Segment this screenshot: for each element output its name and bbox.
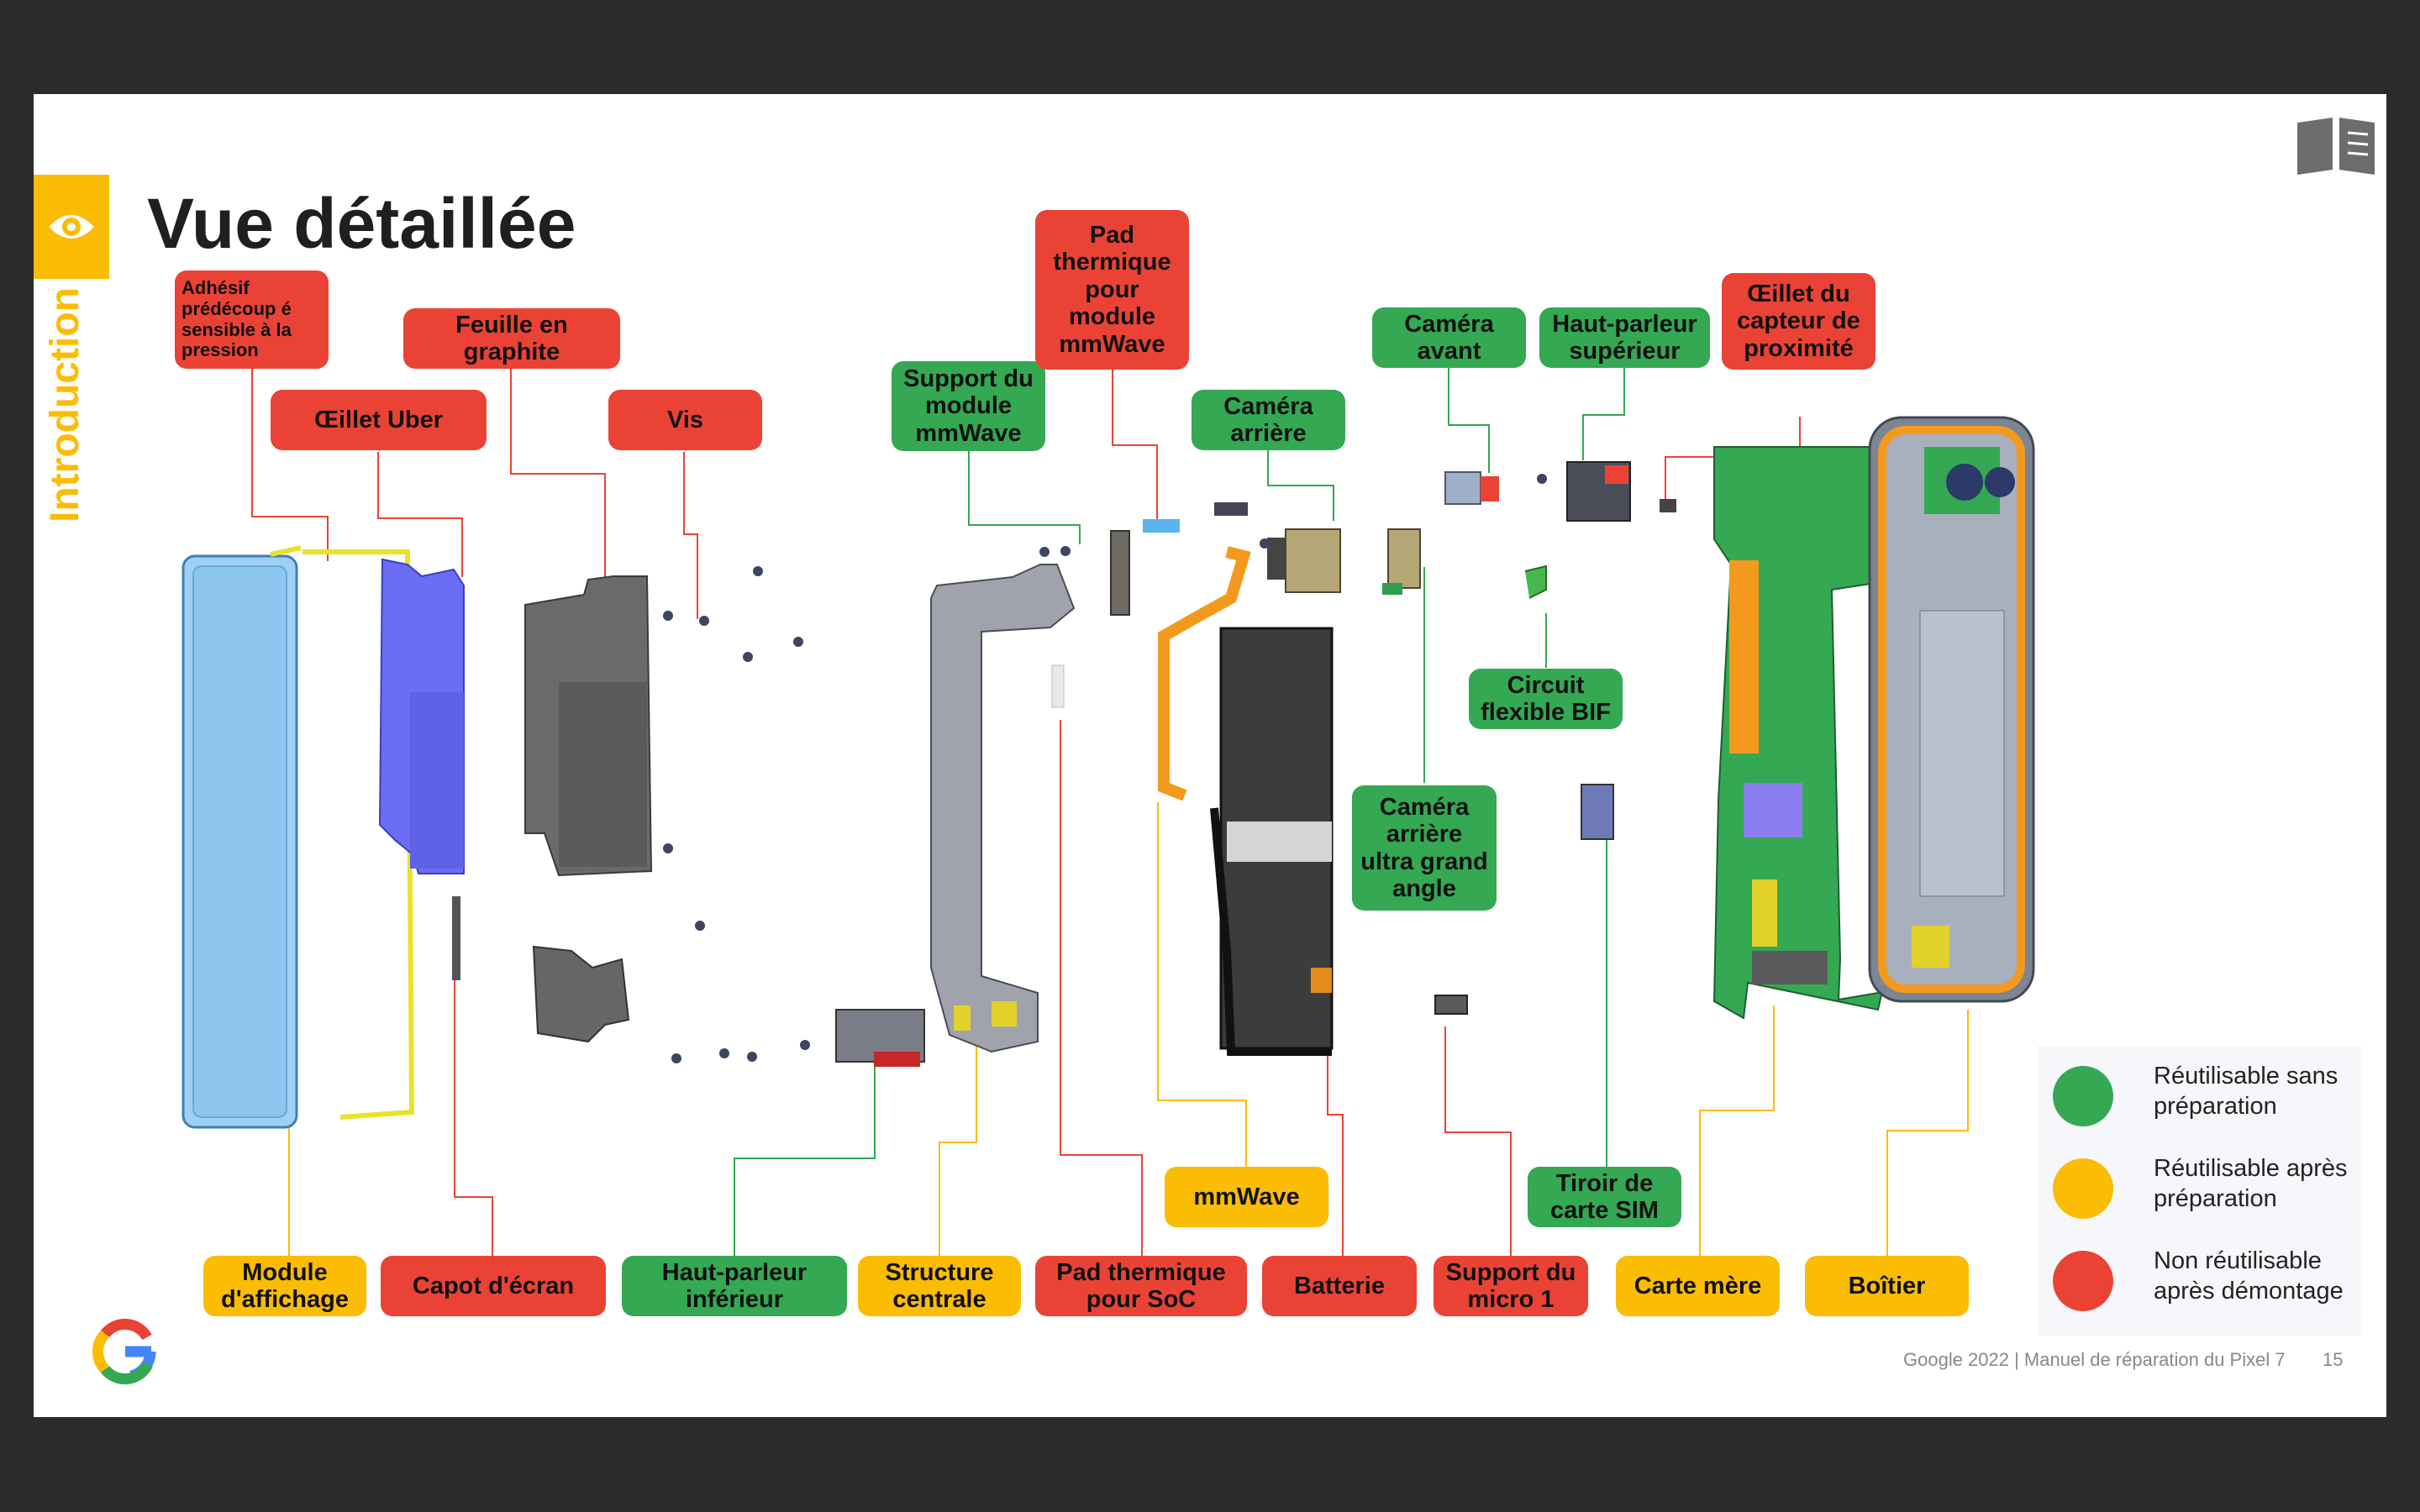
exploded-view-illustration: [182, 368, 2035, 1258]
label-mmwave: mmWave: [1165, 1167, 1328, 1227]
legend-item: Non réutilisable après démontage: [2053, 1241, 2364, 1325]
label-graphite-sheet: Feuille en graphite: [403, 308, 620, 369]
label-battery: Batterie: [1262, 1256, 1417, 1316]
mic-support-part: [1434, 995, 1468, 1015]
uber-grommet-part: [378, 558, 465, 874]
label-screws: Vis: [608, 390, 762, 450]
legend-text: Non réutilisable après démontage: [2154, 1247, 2344, 1305]
front-camera-part: [1444, 471, 1499, 505]
page-title: Vue détaillée: [147, 184, 576, 263]
housing-part: [1868, 416, 2035, 1003]
label-rear-camera: Caméra arrière: [1192, 390, 1345, 450]
graphite-sheet-part: [524, 575, 653, 1043]
section-label: Introduction: [43, 287, 87, 522]
label-housing: Boîtier: [1805, 1256, 1969, 1316]
middle-frame-part: [930, 564, 1076, 1053]
earpiece-part: [1566, 461, 1631, 522]
label-uber-grommet: Œillet Uber: [271, 390, 487, 450]
google-logo: [92, 1318, 156, 1385]
label-front-camera: Caméra avant: [1372, 307, 1526, 368]
proximity-grommet-part: [1660, 499, 1676, 512]
display-module-part: [182, 545, 415, 1129]
leader-lines: [251, 368, 1969, 1258]
label-screen-cap: Capot d'écran: [381, 1256, 606, 1316]
book-icon[interactable]: [2292, 114, 2380, 175]
eye-icon: [49, 215, 94, 239]
legend-text: Réutilisable sans préparation: [2154, 1063, 2338, 1121]
sim-tray-part: [1581, 784, 1614, 840]
ultra-wide-camera-part: [1382, 528, 1421, 595]
legend-dot-yellow: [2053, 1158, 2113, 1219]
label-ultra-wide-camera: Caméra arrière ultra grand angle: [1352, 785, 1497, 911]
legend-dot-red: [2053, 1251, 2113, 1311]
label-soc-thermal-pad: Pad thermique pour SoC: [1035, 1256, 1247, 1316]
motherboard-part: [1712, 446, 1888, 1020]
soc-thermal-pad-part: [1051, 664, 1065, 708]
label-mmwave-thermal-pad: Pad thermique pour module mmWave: [1035, 210, 1189, 370]
label-proximity-grommet: Œillet du capteur de proximité: [1722, 273, 1876, 370]
bottom-speaker-part: [835, 1009, 925, 1067]
label-display-module: Module d'affichage: [203, 1256, 366, 1316]
legend-text: Réutilisable après préparation: [2154, 1155, 2348, 1213]
legend: Réutilisable sans préparation Réutilisab…: [2038, 1046, 2361, 1336]
mmwave-support-part: [1110, 530, 1130, 616]
legend-dot-green: [2053, 1066, 2113, 1126]
battery-part: [1210, 627, 1334, 1056]
screen-cap-part: [452, 896, 460, 980]
label-bottom-speaker: Haut-parleur inférieur: [622, 1256, 847, 1316]
label-mic-support: Support du micro 1: [1434, 1256, 1588, 1316]
label-adhesive: Adhésif prédécoup é sensible à la pressi…: [175, 270, 329, 369]
rear-camera-part: [1214, 502, 1341, 593]
section-tab: [34, 175, 109, 279]
page-number: 15: [2323, 1349, 2344, 1370]
mmwave-flex-part: [1158, 546, 1251, 801]
legend-item: Réutilisable sans préparation: [2053, 1056, 2364, 1140]
mmwave-thermal-pad-part: [1143, 519, 1180, 533]
label-motherboard: Carte mère: [1616, 1256, 1780, 1316]
label-mmwave-support: Support du module mmWave: [892, 361, 1045, 451]
legend-item: Réutilisable après préparation: [2053, 1148, 2364, 1232]
footer-text: Google 2022 | Manuel de réparation du Pi…: [1903, 1349, 2286, 1370]
label-middle-frame: Structure centrale: [858, 1256, 1021, 1316]
label-earpiece: Haut-parleur supérieur: [1539, 307, 1710, 368]
label-bif-flex: Circuit flexible BIF: [1469, 669, 1623, 729]
bif-flex-part: [1524, 564, 1547, 599]
slide: Introduction Vue détaillée Adhésif prédé…: [34, 94, 2386, 1417]
label-sim-tray: Tiroir de carte SIM: [1528, 1167, 1681, 1227]
screws: [663, 474, 1547, 1063]
